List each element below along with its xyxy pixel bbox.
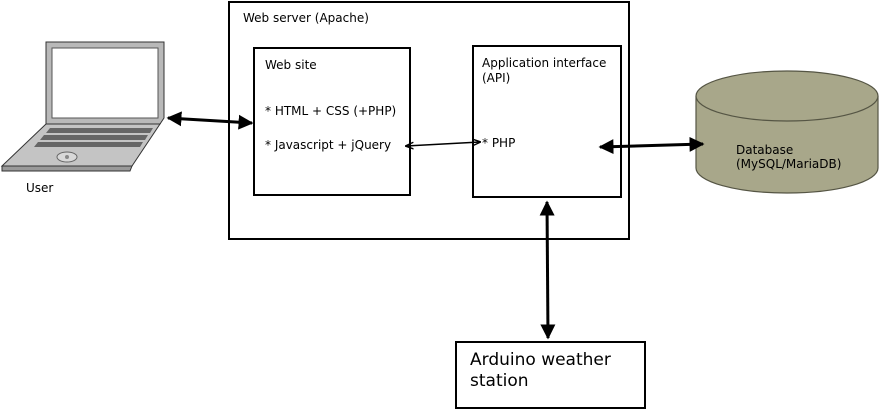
api-title-line1: Application interface: [482, 56, 607, 70]
arduino-box: [455, 341, 646, 409]
api-title-line2: (API): [482, 71, 511, 85]
web-site-title: Web site: [265, 58, 317, 72]
database-label-line1: Database: [736, 143, 794, 157]
api-box: [472, 45, 622, 198]
laptop-icon: [0, 41, 165, 172]
api-item-php: * PHP: [482, 136, 516, 150]
arduino-label: Arduino weather station: [470, 350, 611, 391]
arrow-api-database: [598, 136, 705, 155]
database-cylinder-icon: [695, 70, 879, 194]
arrow-user-website: [166, 111, 254, 130]
arrow-api-arduino: [539, 200, 556, 340]
web-server-title: Web server (Apache): [243, 11, 369, 25]
database-label-line2: (MySQL/MariaDB): [736, 157, 842, 171]
user-label: User: [26, 181, 54, 195]
arrow-website-api: [406, 142, 480, 146]
web-site-box: [253, 47, 411, 196]
web-site-item-html: * HTML + CSS (+PHP): [265, 104, 397, 118]
web-site-item-js: * Javascript + jQuery: [265, 138, 392, 152]
